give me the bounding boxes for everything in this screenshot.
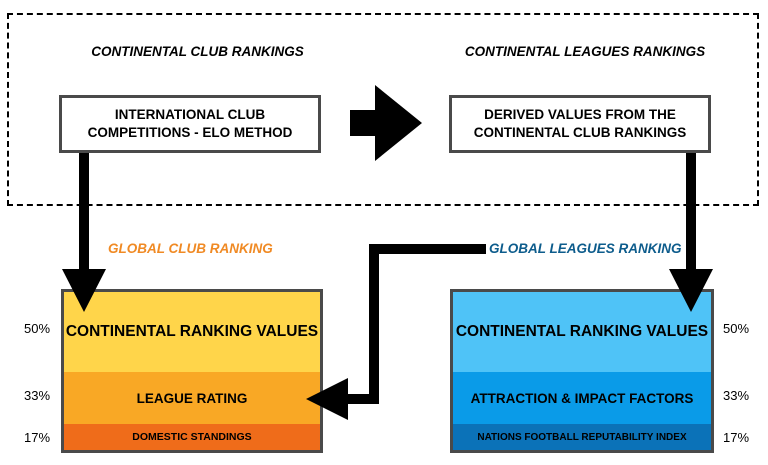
club-continental-ranking-values: CONTINENTAL RANKING VALUES: [64, 292, 320, 372]
league-nations-football-reputability-index: NATIONS FOOTBALL REPUTABILITY INDEX: [453, 424, 711, 450]
league-attraction-impact-factors: ATTRACTION & IMPACT FACTORS: [453, 372, 711, 424]
club-domestic-standings: DOMESTIC STANDINGS: [64, 424, 320, 450]
global-club-ranking-label: GLOBAL CLUB RANKING: [108, 241, 273, 256]
box-line: CONTINENTAL CLUB RANKINGS: [473, 125, 687, 140]
elbow-arrow-shaft: [346, 244, 486, 404]
derived-values-box: DERIVED VALUES FROM THE CONTINENTAL CLUB…: [449, 95, 711, 153]
box-line: INTERNATIONAL CLUB: [114, 107, 266, 122]
box-line: COMPETITIONS - ELO METHOD: [87, 125, 293, 140]
club-pct-top: 50%: [24, 321, 51, 336]
down-arrow-shaft-right: [686, 153, 696, 271]
down-arrow-head-left: [62, 269, 106, 312]
league-pct-bot: 17%: [723, 430, 750, 445]
international-club-competitions-box: INTERNATIONAL CLUB COMPETITIONS - ELO ME…: [59, 95, 321, 153]
continental-leagues-rankings-title: CONTINENTAL LEAGUES RANKINGS: [464, 44, 706, 59]
league-continental-ranking-values: CONTINENTAL RANKING VALUES: [453, 292, 711, 372]
league-pct-mid: 33%: [723, 388, 750, 403]
global-club-ranking-stack: CONTINENTAL RANKING VALUES LEAGUE RATING…: [61, 289, 323, 453]
club-league-rating: LEAGUE RATING: [64, 372, 320, 424]
global-leagues-ranking-label: GLOBAL LEAGUES RANKING: [489, 241, 682, 256]
continental-club-rankings-title: CONTINENTAL CLUB RANKINGS: [91, 44, 304, 59]
continental-rankings-frame: [7, 13, 759, 206]
club-pct-mid: 33%: [24, 388, 51, 403]
elbow-arrow-head: [306, 378, 348, 420]
league-pct-top: 50%: [723, 321, 750, 336]
down-arrow-shaft-left: [79, 153, 89, 271]
global-leagues-ranking-stack: CONTINENTAL RANKING VALUES ATTRACTION & …: [450, 289, 714, 453]
down-arrow-head-right: [669, 269, 713, 312]
flow-arrow-icon: [350, 85, 422, 161]
club-pct-bot: 17%: [24, 430, 51, 445]
box-line: DERIVED VALUES FROM THE: [484, 107, 676, 122]
